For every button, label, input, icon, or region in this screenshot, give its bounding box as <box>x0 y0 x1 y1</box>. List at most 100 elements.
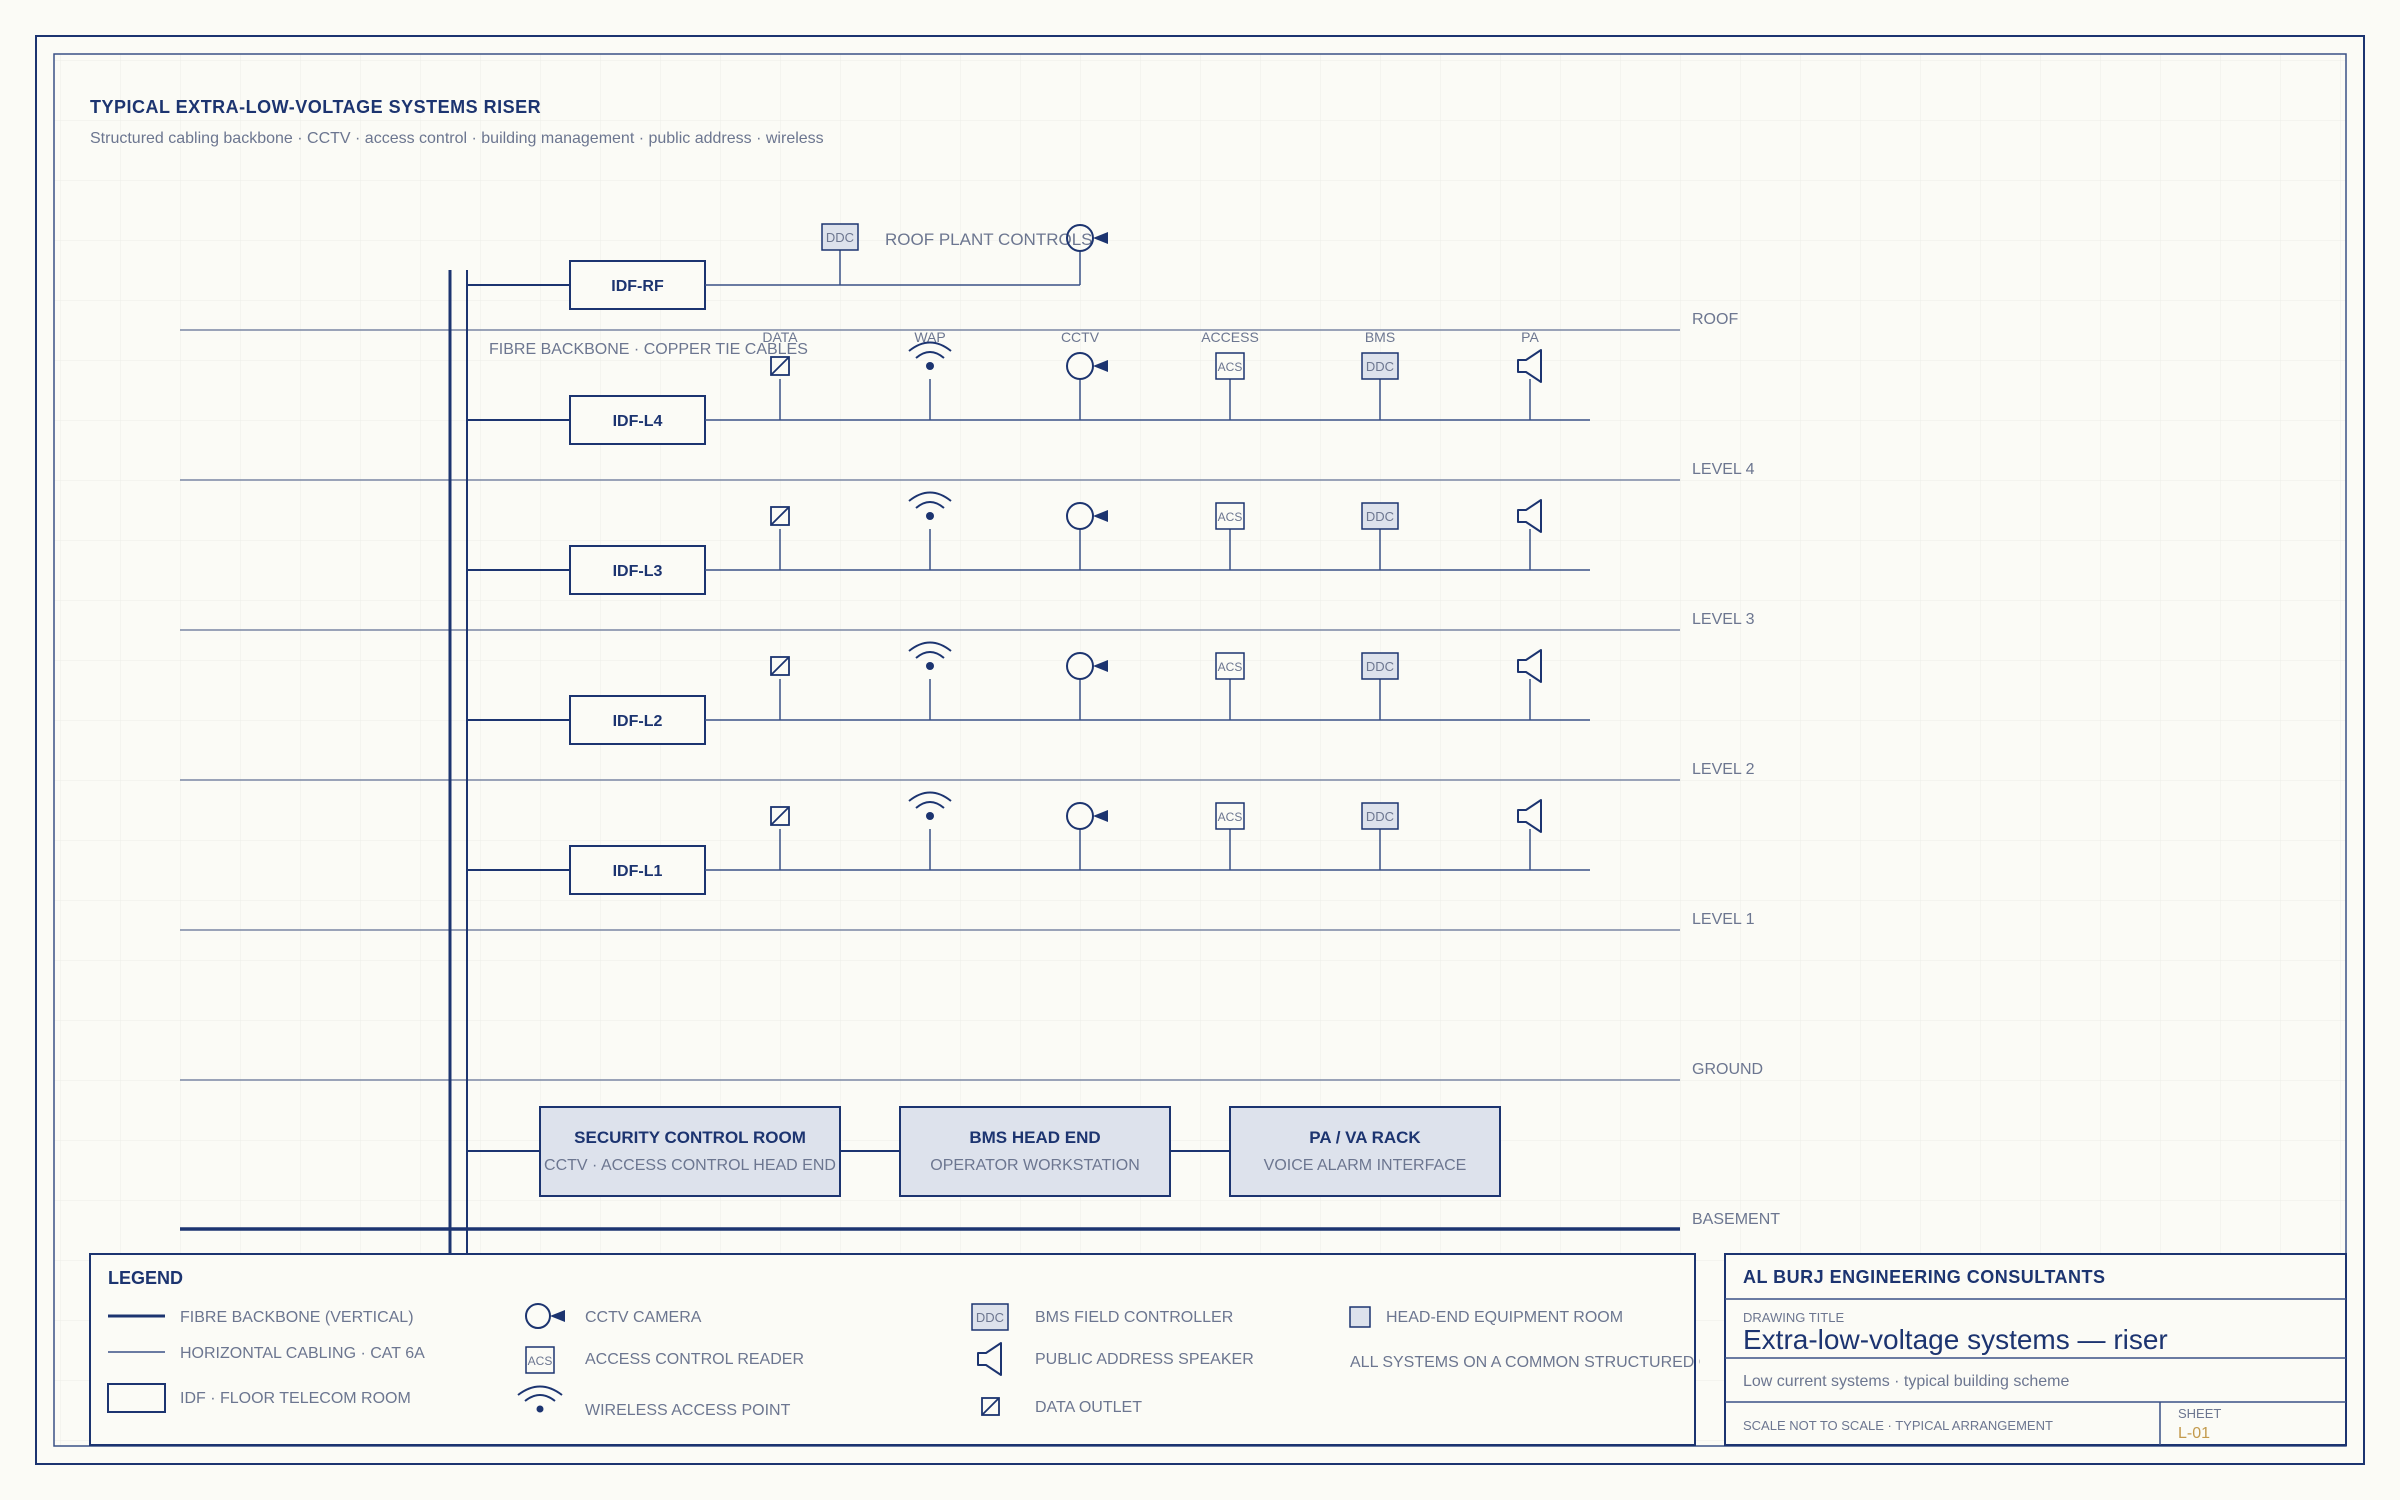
wap-inner-arc <box>915 651 945 659</box>
pa-speaker-icon <box>1517 649 1542 683</box>
cctv-lens <box>1093 360 1108 372</box>
pa-va-rack-title: PA / VA RACK <box>1309 1128 1421 1147</box>
idf-label-l4: IDF-L4 <box>613 413 663 430</box>
data-outlet-slash <box>770 806 790 826</box>
drawing-heading: TYPICAL EXTRA-LOW-VOLTAGE SYSTEMS RISER <box>90 97 541 117</box>
legend-wireless-ap: WIRELESS ACCESS POINT <box>585 1402 791 1419</box>
bms-controller-icon <box>1361 802 1399 830</box>
data-outlet-icon <box>770 806 790 826</box>
access-reader-tag: ACS <box>1218 360 1243 374</box>
floor-l2: IDF-L2 ACS DDC <box>467 641 1590 745</box>
scale-note: SCALE NOT TO SCALE · TYPICAL ARRANGEMENT <box>1743 1418 2053 1433</box>
wap-outer-arc <box>908 641 952 652</box>
security-control-room-box[interactable] <box>539 1106 841 1197</box>
wap-icon <box>908 491 952 520</box>
wap-icon <box>908 341 952 370</box>
pa-va-rack-box[interactable] <box>1229 1106 1501 1197</box>
wap-dot <box>926 812 934 820</box>
roof-plant-group: IDF-RF DDC ROOF PLANT CONTROLS <box>467 223 1108 310</box>
bms-head-end-title: BMS HEAD END <box>969 1128 1100 1147</box>
wap-dot <box>926 662 934 670</box>
cctv-lens <box>1093 660 1108 672</box>
drawing-description: Low current systems · typical building s… <box>1743 1373 2069 1390</box>
data-outlet-icon <box>770 356 790 376</box>
wap-inner-arc <box>915 801 945 809</box>
legend-pa-speaker: PUBLIC ADDRESS SPEAKER <box>1035 1351 1254 1368</box>
wap-outer-arc <box>908 491 952 502</box>
wap-inner-arc <box>915 501 945 509</box>
outer-border <box>35 35 2365 1465</box>
legend-access-reader: ACCESS CONTROL READER <box>585 1351 804 1368</box>
legend-acs-tag: ACS <box>528 1354 553 1368</box>
pa-va-rack-subtitle: VOICE ALARM INTERFACE <box>1264 1157 1467 1174</box>
level-label-basement: BASEMENT <box>1692 1211 1780 1228</box>
level-label-roof: ROOF <box>1692 311 1738 328</box>
backbone-label: FIBRE BACKBONE · COPPER TIE CABLES <box>489 341 808 358</box>
data-outlet-icon <box>770 656 790 676</box>
header-data: DATA <box>762 329 798 345</box>
security-control-room-subtitle: CCTV · ACCESS CONTROL HEAD END <box>544 1157 836 1174</box>
bms-controller-icon <box>1361 502 1399 530</box>
roof-ddc-icon <box>821 223 859 251</box>
legend-common-infrastructure-note: ALL SYSTEMS ON A COMMON STRUCTURED CABLI… <box>1350 1354 1920 1371</box>
wap-inner-arc <box>915 351 945 359</box>
level-label-ground: GROUND <box>1692 1061 1763 1078</box>
cctv-body <box>1066 652 1094 680</box>
legend-horizontal-cabling: HORIZONTAL CABLING · CAT 6A <box>180 1345 425 1362</box>
access-reader-tag: ACS <box>1218 810 1243 824</box>
idf-box-l4[interactable] <box>569 395 706 445</box>
data-outlet-icon <box>770 506 790 526</box>
idf-label-l2: IDF-L2 <box>613 713 663 730</box>
legend-idf: IDF · FLOOR TELECOM ROOM <box>180 1390 411 1407</box>
legend-cctv-camera: CCTV CAMERA <box>585 1309 702 1326</box>
access-reader-tag: ACS <box>1218 510 1243 524</box>
sheet-number: L-01 <box>2178 1425 2210 1442</box>
pa-speaker-icon <box>1517 349 1542 383</box>
cctv-lens <box>1093 810 1108 822</box>
idf-label-l3: IDF-L3 <box>613 563 663 580</box>
idf-rf-box[interactable] <box>569 260 706 310</box>
legend-frame <box>89 1253 1696 1446</box>
level-label-level-1: LEVEL 1 <box>1692 911 1755 928</box>
access-reader-icon <box>1215 652 1245 680</box>
bms-controller-tag: DDC <box>1366 809 1394 824</box>
access-reader-icon <box>1215 802 1245 830</box>
header-access: ACCESS <box>1201 329 1259 345</box>
data-outlet-slash <box>770 356 790 376</box>
access-reader-tag: ACS <box>1218 660 1243 674</box>
cctv-icon <box>1066 352 1108 380</box>
wap-icon <box>908 641 952 670</box>
data-outlet-slash <box>770 506 790 526</box>
header-bms: BMS <box>1365 329 1395 345</box>
cctv-icon <box>1066 502 1108 530</box>
bms-controller-tag: DDC <box>1366 659 1394 674</box>
title-block: AL BURJ ENGINEERING CONSULTANTS DRAWING … <box>1724 1253 2347 1446</box>
legend-speaker-icon <box>977 1342 1002 1376</box>
legend-bms-controller: BMS FIELD CONTROLLER <box>1035 1309 1233 1326</box>
bms-head-end-box[interactable] <box>899 1106 1171 1197</box>
legend-head-end-icon <box>1349 1306 1371 1328</box>
access-reader-icon <box>1215 502 1245 530</box>
wap-outer-arc <box>908 341 952 352</box>
cctv-body <box>1066 802 1094 830</box>
legend-fibre-backbone: FIBRE BACKBONE (VERTICAL) <box>180 1309 414 1326</box>
header-cctv: CCTV <box>1061 329 1100 345</box>
security-control-room-title: SECURITY CONTROL ROOM <box>574 1128 806 1147</box>
grid-background <box>54 54 2346 1446</box>
bms-controller-icon <box>1361 652 1399 680</box>
cctv-body <box>1066 502 1094 530</box>
drawing-subheading: Structured cabling backbone · CCTV · acc… <box>90 130 824 147</box>
bms-controller-tag: DDC <box>1366 509 1394 524</box>
head-end-group: SECURITY CONTROL ROOM CCTV · ACCESS CONT… <box>467 1106 1501 1197</box>
cctv-icon <box>1066 802 1108 830</box>
idf-box-l1[interactable] <box>569 845 706 895</box>
wap-dot <box>926 362 934 370</box>
bms-head-end-subtitle: OPERATOR WORKSTATION <box>930 1157 1140 1174</box>
legend-cctv-icon <box>525 1303 565 1329</box>
legend-data-outlet-icon <box>981 1397 1000 1416</box>
idf-box-l2[interactable] <box>569 695 706 745</box>
level-label-level-2: LEVEL 2 <box>1692 761 1755 778</box>
